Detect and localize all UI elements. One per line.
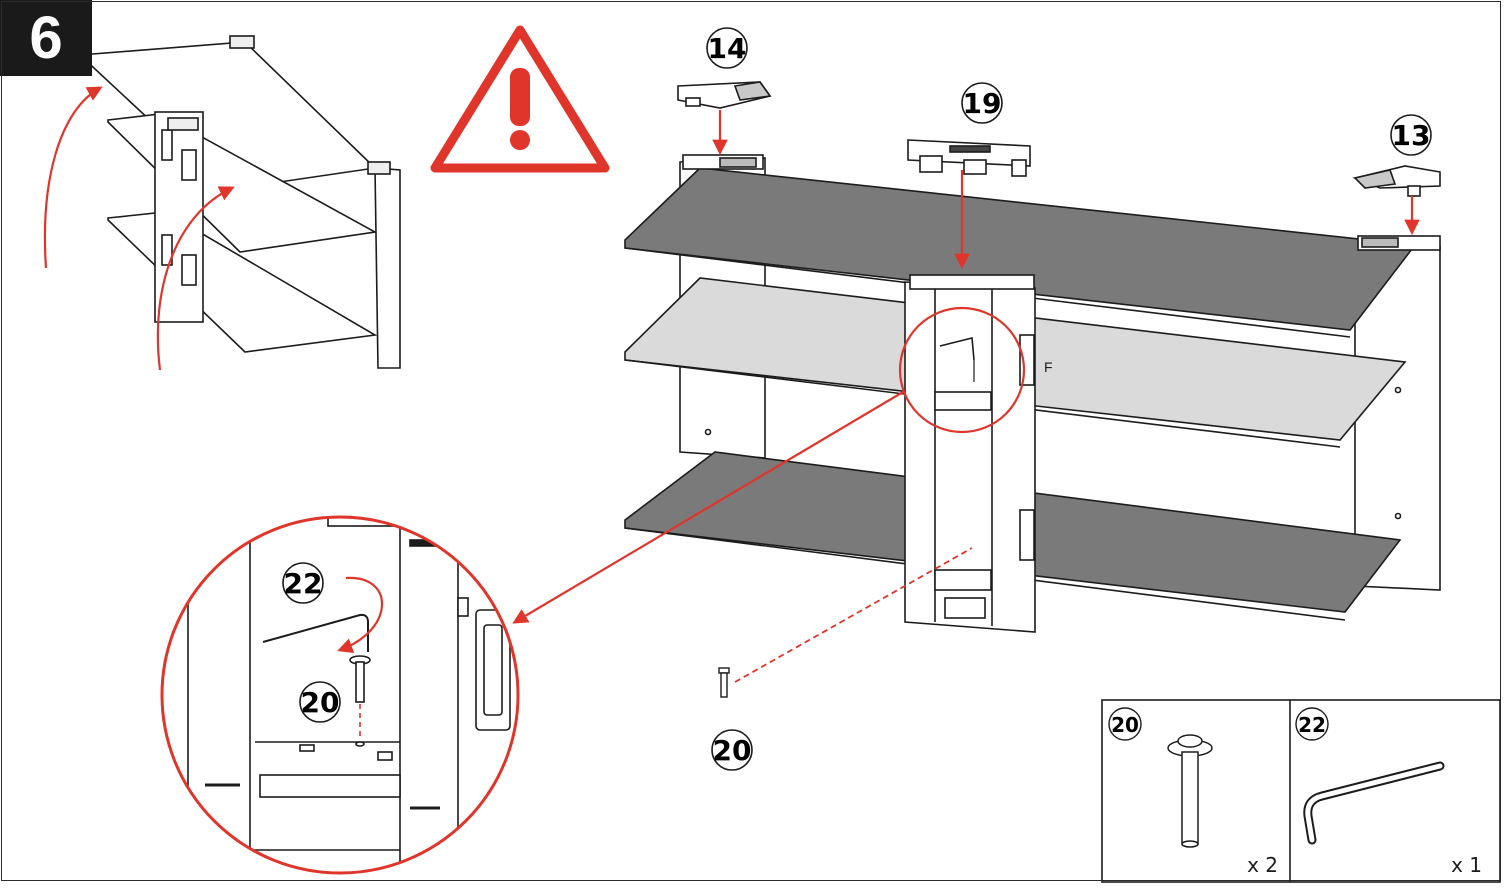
callout-20-detail: 20 <box>299 681 341 723</box>
callout-13-text: 13 <box>1392 119 1431 152</box>
parts-hexkey-quantity: x 1 <box>1451 853 1482 877</box>
callout-20-main: 20 <box>711 729 753 771</box>
callout-19-text: 19 <box>963 87 1002 120</box>
label-f: F <box>1044 359 1053 375</box>
cap-arrows <box>712 110 1420 270</box>
main-screw <box>718 547 973 698</box>
inset-cap-back <box>229 35 255 49</box>
warning-triangle-icon <box>430 25 610 173</box>
top-shelf <box>624 167 1417 331</box>
callout-22-detail-text: 22 <box>284 567 323 600</box>
parts-callout-22: 22 <box>1295 707 1329 741</box>
detail-view <box>160 515 520 875</box>
inset-arrow-right <box>156 186 235 371</box>
callout-20-main-text: 20 <box>713 734 752 767</box>
callouts: 14 19 13 22 20 20 F 20 22 <box>282 27 1482 877</box>
parts-callout-20: 20 <box>1108 707 1142 741</box>
zoom-circle <box>512 306 1026 624</box>
parts-screw-number: 20 <box>1111 713 1139 737</box>
callout-22-detail: 22 <box>282 562 324 604</box>
cap-14 <box>677 81 772 109</box>
callout-13: 13 <box>1390 114 1432 156</box>
callout-20-detail-text: 20 <box>301 686 340 719</box>
callout-14: 14 <box>706 27 748 69</box>
cap-13 <box>1352 165 1441 197</box>
inset-cap-front <box>367 161 391 175</box>
parts-screw-quantity: x 2 <box>1247 853 1278 877</box>
callout-14-text: 14 <box>708 32 747 65</box>
parts-screw-drawing <box>1167 734 1213 848</box>
inset-arrows <box>43 86 235 371</box>
detail-rotate-arrow <box>337 576 384 654</box>
main-assembly <box>624 154 1441 633</box>
overview-inset <box>78 35 401 369</box>
parts-hexkey-number: 22 <box>1298 713 1326 737</box>
step-number-badge: 6 <box>0 0 92 76</box>
cap-19 <box>907 139 1031 177</box>
inset-right-upright <box>374 167 401 369</box>
callout-19: 19 <box>961 82 1003 124</box>
inset-arrow-left <box>43 86 103 269</box>
